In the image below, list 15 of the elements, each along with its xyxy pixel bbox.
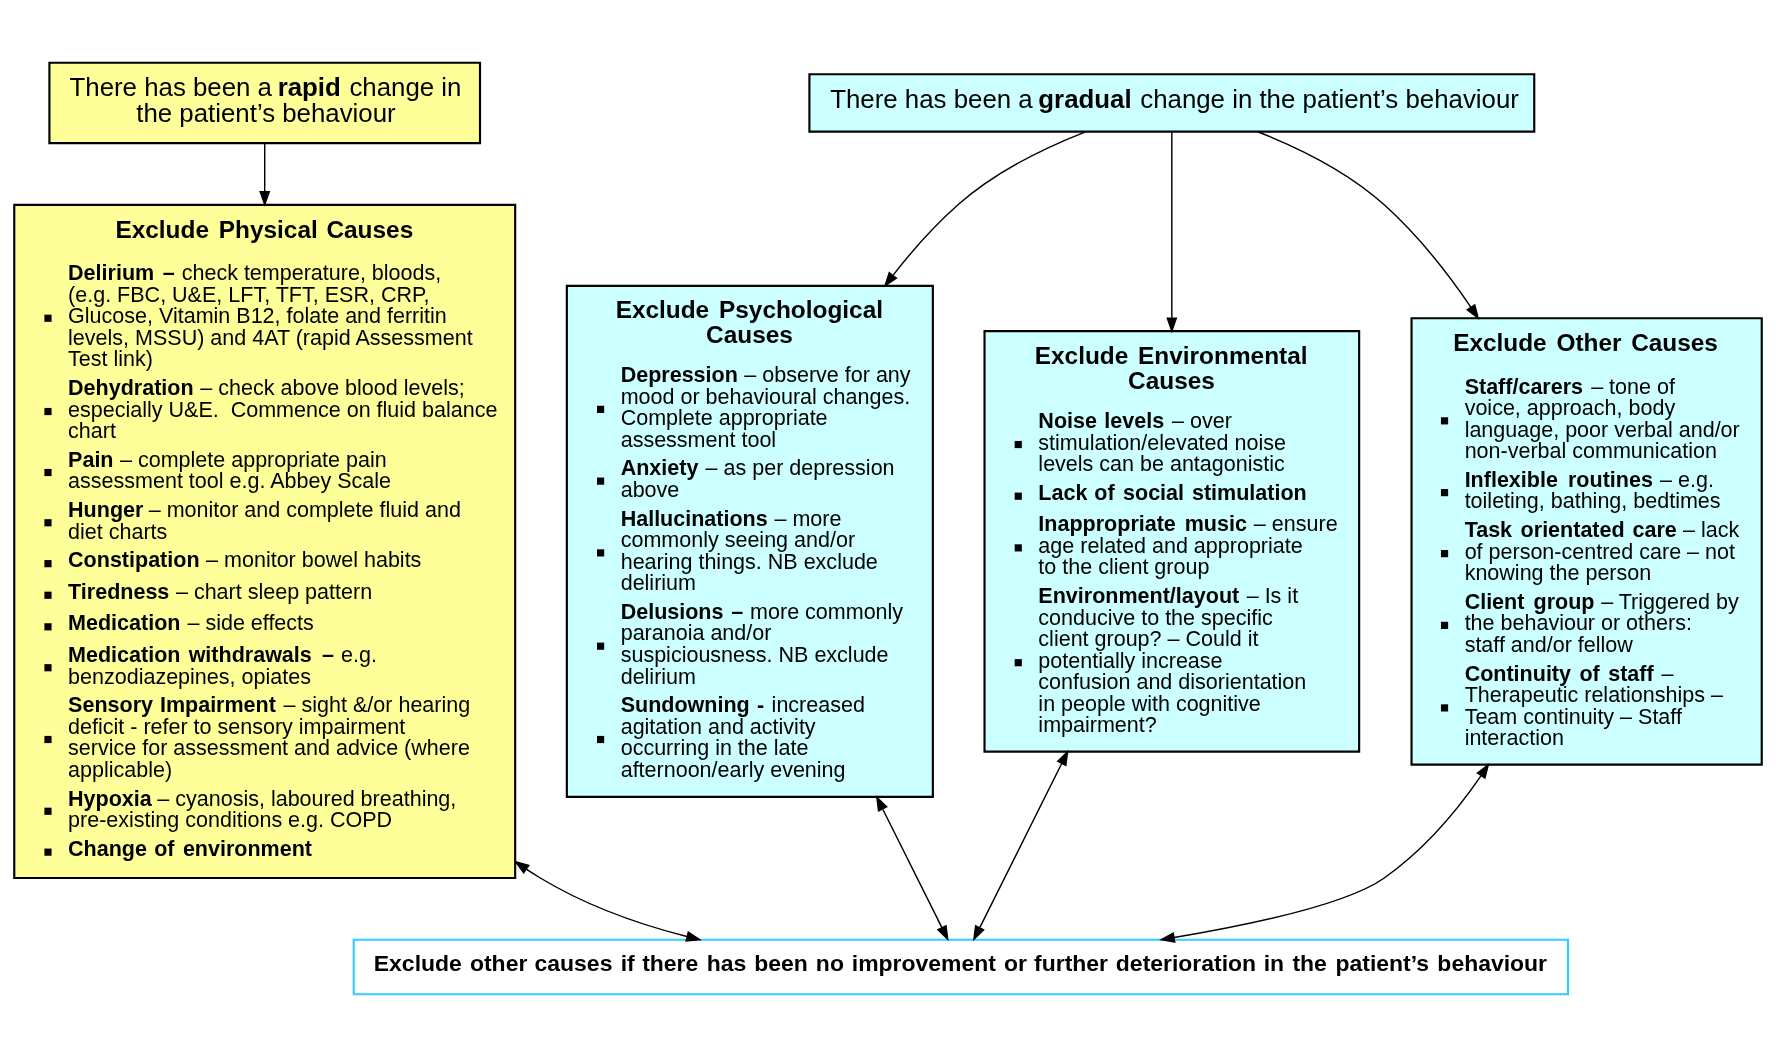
arrow [883,130,1087,288]
arrow [875,794,949,941]
arrow [1159,762,1490,943]
node-box: Exclude Environmental Causes Noise levels – over stimulation/elevated noise levels can be antagonistic Lack of social stimulation Inappropriate music – ensure age related and appropriate to the client group Environment/layout – Is it conducive to the specific client group? – Could it potentially increase confusion and disorientation in people with cognitive impairment? [983,329,1361,753]
arrow [972,749,1069,941]
arrow [513,860,702,942]
node-box: Exclude Physical Causes Delirium – check temperature, bloods, (e.g. FBC, U&E, LFT, TFT, ESR, CRP, Glucose, Vitamin B12, folate and ferritin levels, MSSU) and 4AT (rapid Assessment Test link) Dehydration – check above blood levels; especially U&E. Commence on fluid balance chart Pain – complete appropriate pain assessment tool e.g. Abbey Scale Hunger – monitor and complete fluid and diet charts Constipation – monitor bowel habits Tiredness – chart sleep pattern Medication – side effects Medication withdrawals – e.g. benzodiazepines, opiates Sensory Impairment – sight &/or hearing deficit - refer to sensory impairment service for assessment and advice (where applicable) Hypoxia – cyanosis, laboured breathing, pre-existing conditions e.g. COPD Change of environment [13,203,517,879]
node-box: There has been a gradual change in the patient’s behaviour [808,72,1536,133]
node-box: Exclude Other Causes Staff/carers – tone of voice, approach, body language, poor verbal and/or non-verbal communication Inflexible routines – e.g. toileting, bathing, bedtimes Task orientated care – lack of person-centred care – not knowing the person Client group – Triggered by the behaviour or others: staff and/or fellow Continuity of staff – Therapeutic relationships – Team continuity – Staff interaction [1410,316,1763,766]
arrow [1166,131,1178,333]
node-box: There has been a rapid change in the patient’s behaviour [48,61,482,144]
node-box: Exclude Psychological Causes Depression – observe for any mood or behavioural changes. Complete appropriate assessment tool Anxiety – as per depression above Hallucinations – more commonly seeing and/or hearing things. NB exclude delirium Delusions – more commonly paranoia and/or suspiciousness. NB exclude delirium Sundowning - increased agitation and activity occurring in the late afternoon/early evening [565,284,934,798]
arrow [1257,130,1480,320]
node-box: Exclude other causes if there has been no improvement or further deterioration in the patient’s behaviour [352,938,1570,995]
arrow [259,142,271,207]
